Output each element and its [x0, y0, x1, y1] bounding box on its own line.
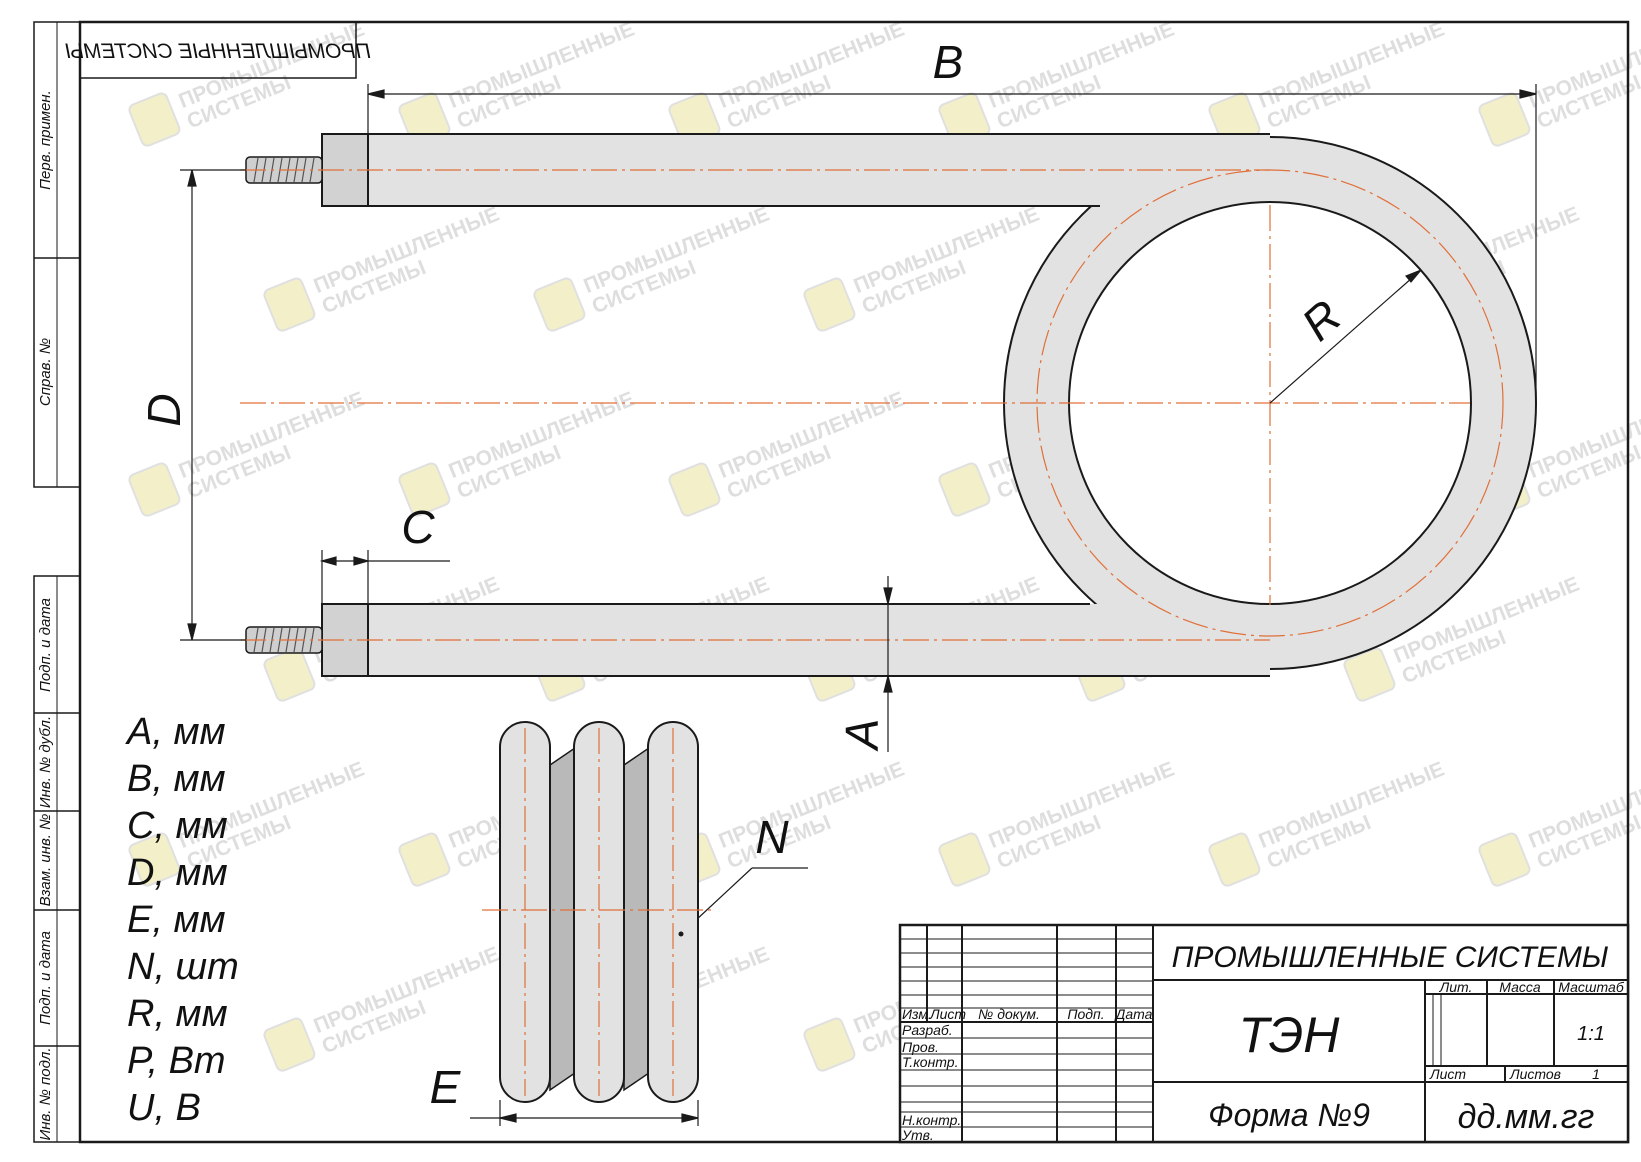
tb-designation: дд.мм.гг	[1458, 1098, 1595, 1136]
tb-sheet: Лист	[1429, 1066, 1466, 1082]
tb-product: ТЭН	[1239, 1007, 1341, 1063]
side-label-podp-i-data-2: Подп. и дата	[37, 931, 54, 1025]
watermark-logo-icon	[1343, 647, 1396, 702]
watermark-logo-icon	[1478, 92, 1531, 147]
watermark-logo-icon	[263, 277, 316, 332]
watermark-logo-icon	[128, 832, 181, 887]
side-label-perv-primen: Перв. примен.	[37, 90, 54, 190]
dim-label-e: E	[430, 1061, 462, 1113]
corner-stamp-frame	[79, 21, 357, 79]
watermark-logo-icon	[803, 277, 856, 332]
tb-company: ПРОМЫШЛЕННЫЕ СИСТЕМЫ	[1172, 941, 1609, 974]
watermark-logo-icon	[803, 1017, 856, 1072]
watermark-logo-icon	[128, 92, 181, 147]
title-block: ПРОМЫШЛЕННЫЕ СИСТЕМЫ ТЭН Форма №9 дд.мм.…	[898, 923, 1630, 1144]
tb-col-data: Дата	[1114, 1006, 1153, 1022]
sheet-frame	[33, 20, 1630, 1144]
watermark-logo-icon	[128, 462, 181, 517]
tb-col-izm: Изм.	[902, 1006, 932, 1022]
param-a: A, мм	[125, 711, 226, 753]
tb-sheets: Листов	[1509, 1066, 1561, 1082]
tb-col-podp: Подп.	[1067, 1006, 1104, 1022]
watermark-logo-icon	[938, 832, 991, 887]
param-c: C, мм	[127, 805, 228, 847]
axis-lines	[240, 169, 1504, 641]
tb-lit: Лит.	[1439, 979, 1473, 995]
dim-label-a: A	[836, 719, 888, 753]
tb-role-razrab: Разраб.	[902, 1022, 953, 1038]
tb-sheets-count: 1	[1592, 1066, 1600, 1082]
param-p: P, Вт	[127, 1040, 226, 1082]
watermark-logo-icon	[938, 462, 991, 517]
param-d: D, мм	[127, 852, 228, 894]
tb-col-list: Лист	[929, 1006, 966, 1022]
corner-stamp-text: ПРОМЫШЛЕННЫЕ СИСТЕМЫ	[65, 40, 371, 63]
side-label-inv-no-podl: Инв. № подл.	[37, 1047, 54, 1140]
param-u: U, В	[127, 1087, 201, 1129]
tb-form: Форма №9	[1208, 1097, 1370, 1133]
watermark-logo-icon	[263, 647, 316, 702]
watermark-logo-icon	[398, 462, 451, 517]
tb-role-n-kontr: Н.контр.	[902, 1112, 961, 1128]
param-r: R, мм	[127, 993, 228, 1035]
tb-massa: Масса	[1499, 979, 1541, 995]
dim-label-b: B	[933, 36, 964, 88]
tb-col-no-dokum: № докум.	[978, 1006, 1040, 1022]
tb-role-prov: Пров.	[902, 1039, 939, 1055]
watermark-logo-icon	[533, 277, 586, 332]
side-label-podp-i-data-1: Подп. и дата	[37, 598, 54, 692]
dim-label-c: C	[401, 501, 435, 553]
heater-side-view	[482, 721, 716, 1103]
tb-role-utv: Утв.	[901, 1127, 934, 1143]
side-label-sprav-no: Справ. №	[37, 338, 54, 406]
dim-label-n: N	[755, 811, 789, 863]
param-n: N, шт	[127, 946, 239, 988]
dimension-lines	[180, 84, 1537, 1126]
watermark-logo-icon	[398, 832, 451, 887]
watermark-logo-icon	[1208, 832, 1261, 887]
watermark-logo-icon	[263, 1017, 316, 1072]
watermark-logo-icon	[1478, 832, 1531, 887]
watermark-logo-icon	[668, 462, 721, 517]
side-label-inv-no-dubl: Инв. № дубл.	[37, 716, 54, 808]
tb-role-t-kontr: Т.контр.	[902, 1054, 958, 1070]
param-e: E, мм	[127, 899, 226, 941]
dim-label-d: D	[138, 393, 190, 426]
parameter-list: A, мм B, мм C, мм D, мм E, мм N, шт R, м…	[125, 711, 239, 1129]
side-label-vzam-inv-no: Взам. инв. №	[37, 814, 54, 907]
tb-masshtab: Масштаб	[1558, 979, 1625, 995]
tb-scale: 1:1	[1577, 1023, 1605, 1045]
param-b: B, мм	[127, 758, 226, 800]
